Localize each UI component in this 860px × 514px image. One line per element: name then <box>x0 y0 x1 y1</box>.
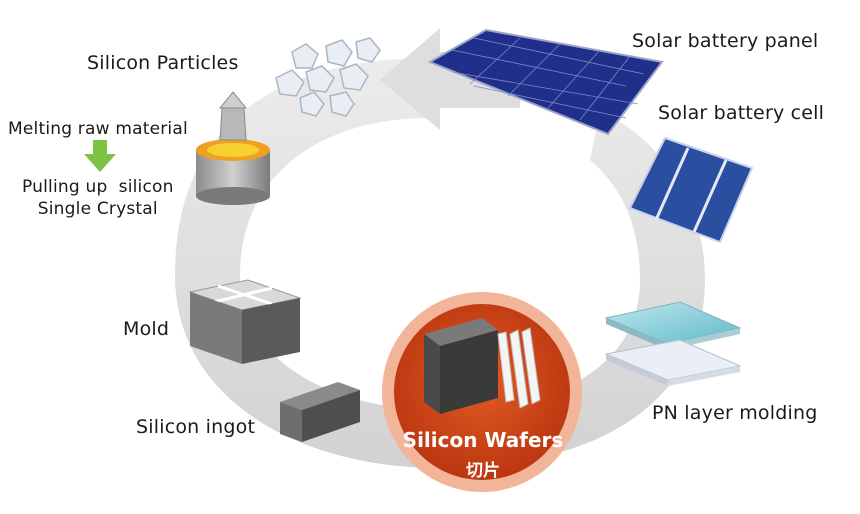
label-pulling-line2: Single Crystal <box>37 199 158 219</box>
silicon-particles-icon <box>275 37 381 117</box>
label-silicon-wafers: Silicon Wafers <box>402 428 564 452</box>
ingot-icon <box>280 382 360 442</box>
label-silicon-wafers-subtitle: 切片 <box>466 461 500 481</box>
label-pn-layer-molding: PN layer molding <box>652 402 818 424</box>
label-solar-battery-cell: Solar battery cell <box>658 102 825 124</box>
label-mold: Mold <box>123 318 170 340</box>
label-pulling-line1: Pulling up silicon <box>22 177 174 197</box>
down-arrow-icon <box>84 140 116 172</box>
mold-icon <box>188 279 302 364</box>
solar-cell-icon <box>628 136 754 244</box>
label-silicon-ingot: Silicon ingot <box>136 416 256 438</box>
solar-panel-icon <box>427 28 664 136</box>
label-solar-battery-panel: Solar battery panel <box>632 30 819 52</box>
wafer-icon <box>424 318 541 414</box>
label-pulling-single-crystal: Pulling up silicon Single Crystal <box>22 176 174 220</box>
crucible-icon <box>196 91 270 205</box>
label-melting-raw-material: Melting raw material <box>8 119 188 139</box>
label-silicon-particles: Silicon Particles <box>87 52 239 74</box>
pn-layer-icon <box>604 301 742 386</box>
